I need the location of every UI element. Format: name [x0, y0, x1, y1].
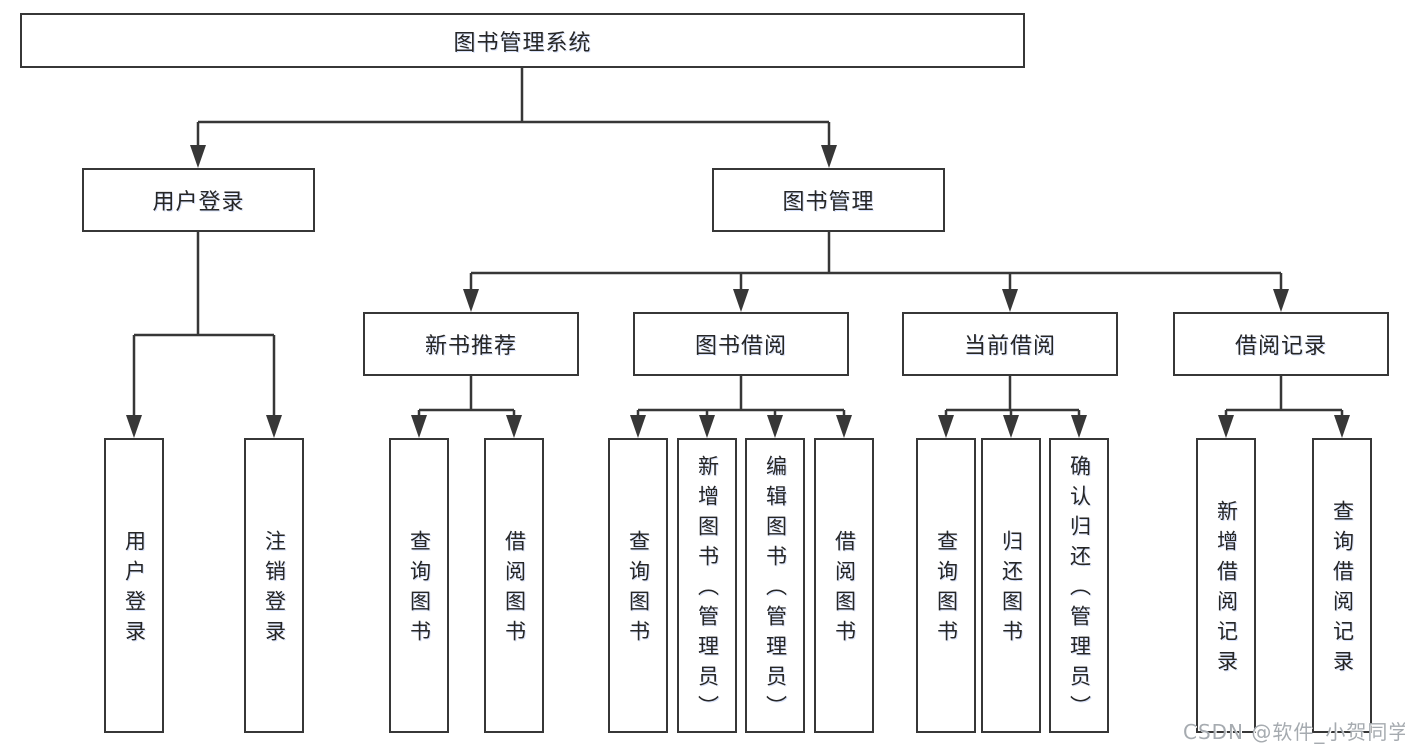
leaf-borrow-books: 借阅图书	[814, 438, 874, 733]
leaf-logout-label: 注销登录	[262, 530, 287, 650]
arrow-down-icon	[699, 415, 715, 438]
arrow-down-icon	[1218, 415, 1234, 438]
csdn-watermark: CSDN @软件_小贺同学	[1183, 720, 1405, 744]
leaf-borrow-books-label: 借阅图书	[832, 530, 857, 650]
arrow-down-icon	[767, 415, 783, 438]
arrow-down-icon	[266, 415, 282, 438]
leaf-edit-books-admin-label: 编辑图书（管理员）	[763, 455, 788, 725]
leaf-borrow-books-recommend: 借阅图书	[484, 438, 544, 733]
leaf-query-books-current: 查询图书	[916, 438, 976, 733]
leaf-add-books-admin: 新增图书（管理员）	[677, 438, 737, 733]
node-library-system-label: 图书管理系统	[453, 30, 592, 56]
node-new-book-recommendation-label: 新书推荐	[424, 334, 517, 359]
leaf-query-books-current-label: 查询图书	[934, 530, 959, 650]
node-current-borrowing-label: 当前借阅	[963, 334, 1056, 359]
arrow-down-icon	[506, 415, 522, 438]
arrow-down-icon	[126, 415, 142, 438]
arrow-down-icon	[1273, 289, 1289, 312]
arrow-down-icon	[836, 415, 852, 438]
leaf-borrow-books-recommend-label: 借阅图书	[502, 530, 527, 650]
arrow-down-icon	[1002, 289, 1018, 312]
node-book-borrowing: 图书借阅	[633, 312, 849, 376]
node-borrowing-records-label: 借阅记录	[1234, 334, 1327, 359]
node-user-login-label: 用户登录	[152, 190, 245, 215]
arrow-down-icon	[1003, 415, 1019, 438]
arrow-down-icon	[463, 289, 479, 312]
leaf-query-books-borrow: 查询图书	[608, 438, 668, 733]
node-user-login: 用户登录	[82, 168, 315, 232]
arrow-down-icon	[1334, 415, 1350, 438]
leaf-add-borrow-record: 新增借阅记录	[1196, 438, 1256, 733]
leaf-user-login: 用户登录	[104, 438, 164, 733]
leaf-add-borrow-record-label: 新增借阅记录	[1214, 500, 1239, 680]
arrow-down-icon	[1071, 415, 1087, 438]
leaf-query-books-borrow-label: 查询图书	[626, 530, 651, 650]
leaf-query-borrow-record: 查询借阅记录	[1312, 438, 1372, 733]
node-book-management-label: 图书管理	[782, 190, 875, 215]
node-library-system: 图书管理系统	[20, 13, 1025, 68]
leaf-edit-books-admin: 编辑图书（管理员）	[745, 438, 805, 733]
leaf-query-books-recommend: 查询图书	[389, 438, 449, 733]
leaf-add-books-admin-label: 新增图书（管理员）	[695, 455, 720, 725]
node-current-borrowing: 当前借阅	[902, 312, 1118, 376]
leaf-logout: 注销登录	[244, 438, 304, 733]
leaf-query-borrow-record-label: 查询借阅记录	[1330, 500, 1355, 680]
arrow-down-icon	[938, 415, 954, 438]
node-new-book-recommendation: 新书推荐	[363, 312, 579, 376]
leaf-return-books: 归还图书	[981, 438, 1041, 733]
leaf-user-login-label: 用户登录	[122, 530, 147, 650]
leaf-confirm-return-admin: 确认归还（管理员）	[1049, 438, 1109, 733]
arrow-down-icon	[411, 415, 427, 438]
arrow-down-icon	[733, 289, 749, 312]
arrow-down-icon	[630, 415, 646, 438]
node-book-borrowing-label: 图书借阅	[694, 334, 787, 359]
arrow-down-icon	[190, 145, 206, 168]
node-book-management: 图书管理	[712, 168, 945, 232]
leaf-confirm-return-admin-label: 确认归还（管理员）	[1067, 455, 1092, 725]
leaf-return-books-label: 归还图书	[999, 530, 1024, 650]
node-borrowing-records: 借阅记录	[1173, 312, 1389, 376]
leaf-query-books-recommend-label: 查询图书	[407, 530, 432, 650]
arrow-down-icon	[821, 145, 837, 168]
